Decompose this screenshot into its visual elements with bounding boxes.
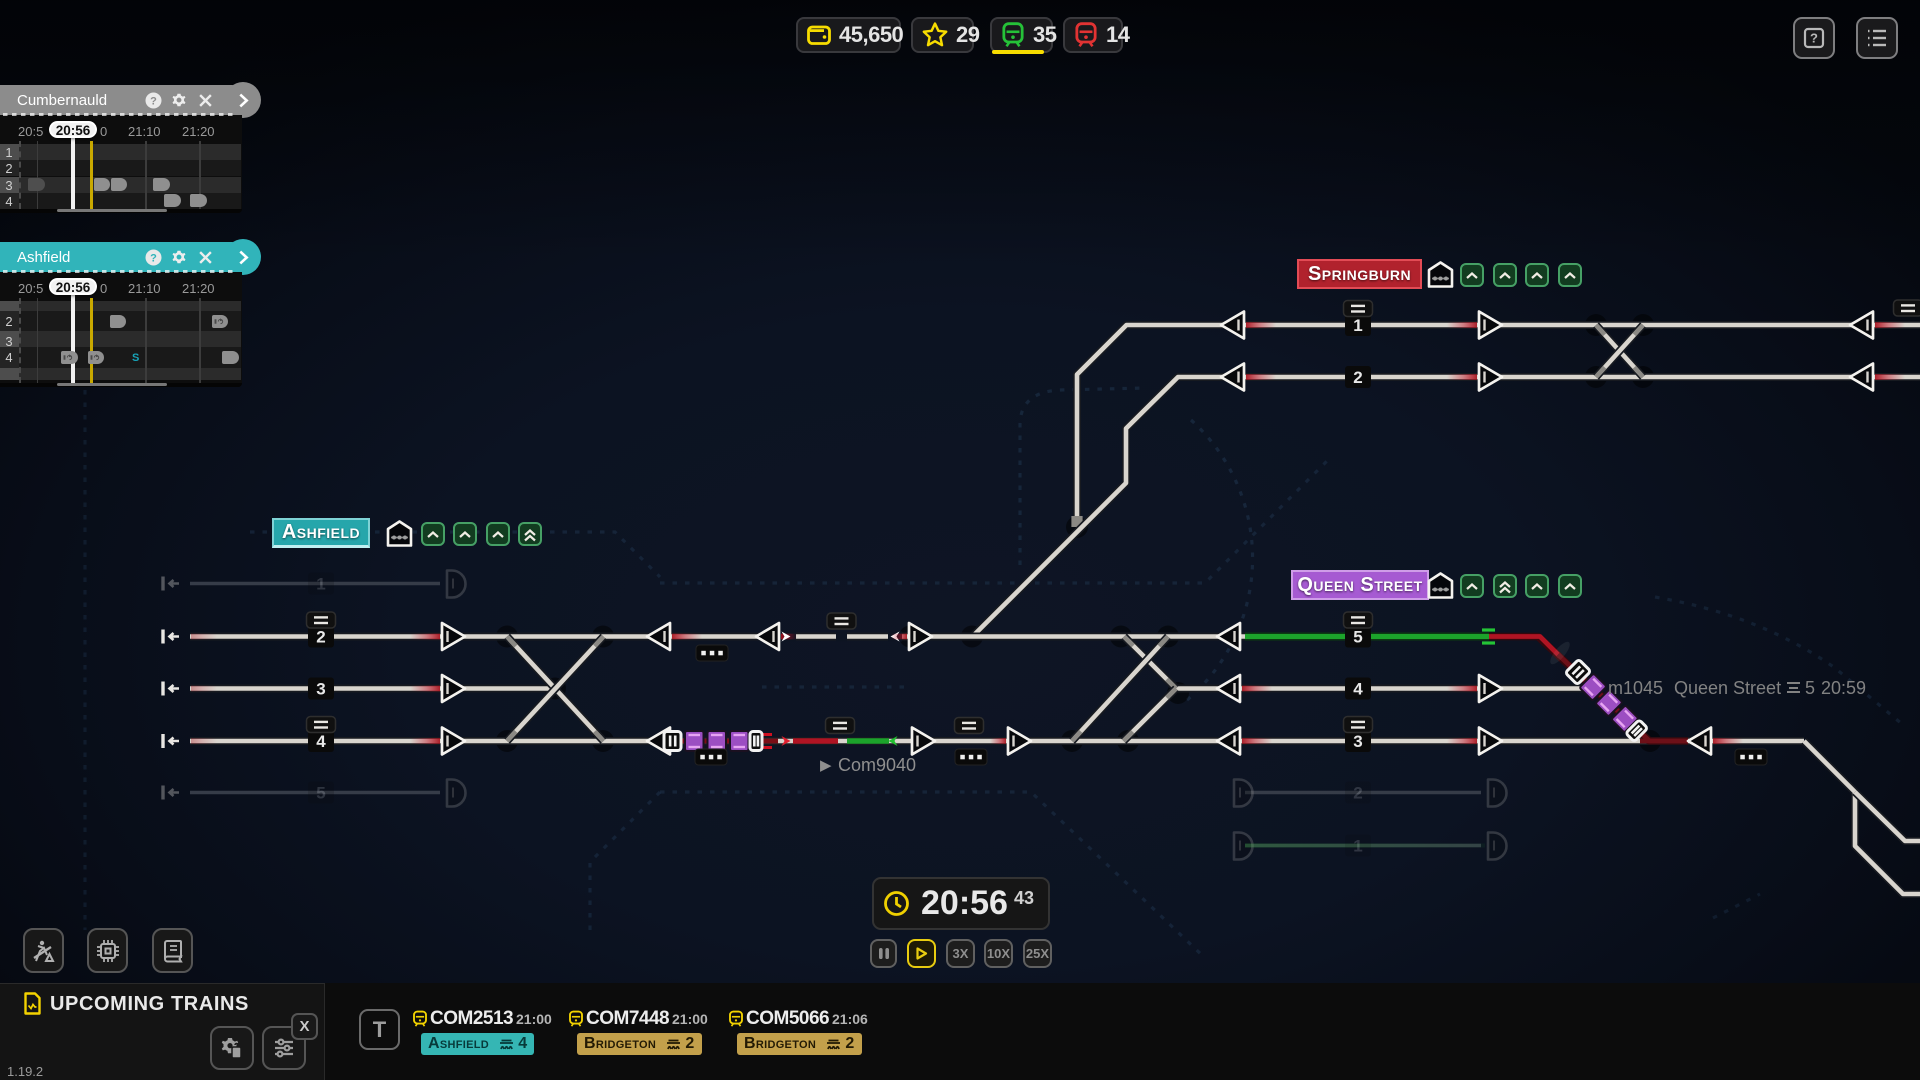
svg-text:3: 3 [316, 680, 325, 699]
svg-text:?: ? [150, 252, 157, 264]
svg-text:20:59: 20:59 [1821, 678, 1866, 698]
svg-text:m1045: m1045 [1608, 678, 1663, 698]
svg-text:?: ? [150, 95, 157, 107]
svg-text:▶: ▶ [820, 757, 832, 774]
svg-text:Com9040: Com9040 [838, 755, 916, 775]
svg-text:2: 2 [1353, 784, 1362, 803]
svg-text:2: 2 [316, 628, 325, 647]
svg-text:3: 3 [1353, 732, 1362, 751]
svg-text:5: 5 [316, 784, 325, 803]
svg-text:5: 5 [1805, 678, 1815, 698]
svg-text:Queen Street: Queen Street [1674, 678, 1781, 698]
svg-text:1: 1 [1353, 316, 1362, 335]
svg-text:4: 4 [1353, 680, 1363, 699]
svg-text:4: 4 [316, 732, 326, 751]
svg-text:5: 5 [1353, 628, 1362, 647]
svg-text:?: ? [1810, 31, 1818, 46]
svg-text:2: 2 [1353, 368, 1362, 387]
svg-text:1: 1 [316, 575, 325, 594]
